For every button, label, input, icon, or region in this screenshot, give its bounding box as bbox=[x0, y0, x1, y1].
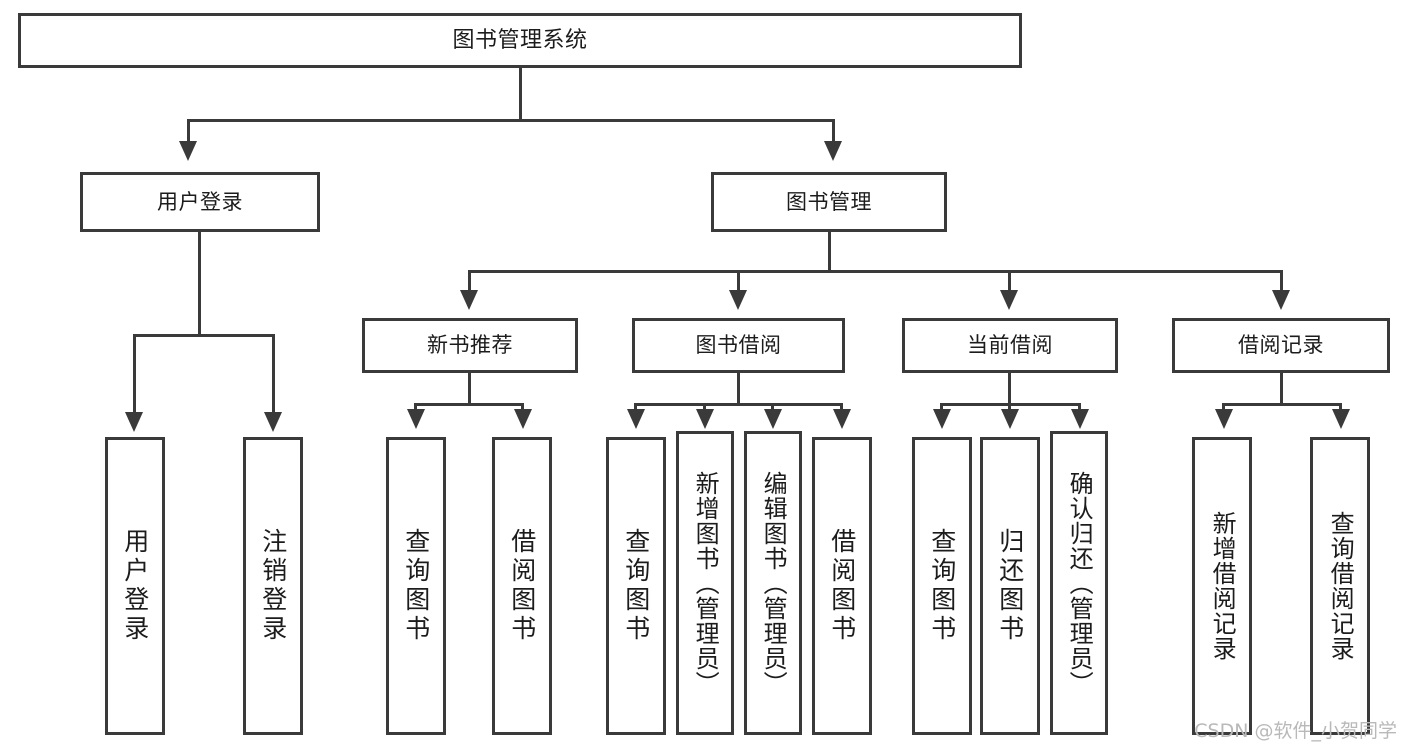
arrow-root-to-book-management bbox=[824, 141, 842, 161]
leaf-logout-login[interactable]: 注销登录 bbox=[243, 437, 303, 735]
arrow-bb-child-3 bbox=[764, 409, 782, 429]
leaf-query-book-1-label: 查询图书 bbox=[401, 528, 431, 644]
arrow-user-login-child-2 bbox=[264, 412, 282, 432]
arrow-nbr-child-2 bbox=[514, 409, 532, 429]
connector-bb-drop-1 bbox=[634, 403, 637, 413]
watermark: CSDN @软件_小贺同学 bbox=[1194, 720, 1397, 742]
node-borrow-record[interactable]: 借阅记录 bbox=[1172, 318, 1390, 373]
node-new-book-recommend-label: 新书推荐 bbox=[427, 333, 513, 358]
leaf-logout-login-label: 注销登录 bbox=[258, 528, 288, 644]
leaf-borrow-book-1-label: 借阅图书 bbox=[507, 528, 537, 644]
connector-bb-stem bbox=[737, 373, 740, 405]
arrow-bb-child-2 bbox=[696, 409, 714, 429]
node-new-book-recommend[interactable]: 新书推荐 bbox=[362, 318, 578, 373]
connector-root-to-book-management bbox=[832, 119, 835, 143]
connector-br-drop-1 bbox=[1222, 403, 1225, 413]
connector-root-bus bbox=[187, 119, 835, 122]
arrow-bb-child-4 bbox=[833, 409, 851, 429]
connector-nbr-drop-1 bbox=[414, 403, 417, 413]
connector-br-drop-2 bbox=[1339, 403, 1342, 413]
node-current-borrow-label: 当前借阅 bbox=[967, 333, 1053, 358]
arrow-nbr-child-1 bbox=[407, 409, 425, 429]
connector-bm-drop-4 bbox=[1280, 270, 1283, 292]
connector-cb-drop-3 bbox=[1078, 403, 1081, 413]
leaf-user-login[interactable]: 用户登录 bbox=[105, 437, 165, 735]
node-book-management-label: 图书管理 bbox=[786, 189, 872, 214]
leaf-return-book[interactable]: 归还图书 bbox=[980, 437, 1040, 735]
leaf-add-book-label: 新增图书（管理员） bbox=[691, 470, 720, 696]
connector-bm-drop-1 bbox=[468, 270, 471, 292]
arrow-bm-child-1 bbox=[460, 290, 478, 310]
leaf-query-record-label: 查询借阅记录 bbox=[1326, 511, 1355, 661]
node-root-label: 图书管理系统 bbox=[452, 27, 588, 53]
connector-bb-drop-2 bbox=[703, 403, 706, 413]
leaf-query-book-2[interactable]: 查询图书 bbox=[606, 437, 666, 735]
node-book-borrow-label: 图书借阅 bbox=[695, 333, 782, 358]
arrow-user-login-child-1 bbox=[125, 412, 143, 432]
arrow-bm-child-2 bbox=[729, 290, 747, 310]
connector-br-stem bbox=[1280, 373, 1283, 405]
node-book-borrow[interactable]: 图书借阅 bbox=[632, 318, 845, 373]
connector-cb-stem bbox=[1008, 373, 1011, 405]
leaf-borrow-book-1[interactable]: 借阅图书 bbox=[492, 437, 552, 735]
connector-book-management-bus bbox=[468, 270, 1283, 273]
connector-cb-drop-2 bbox=[1008, 403, 1011, 413]
arrow-br-child-1 bbox=[1215, 409, 1233, 429]
connector-bm-drop-2 bbox=[737, 270, 740, 292]
connector-root-stem bbox=[519, 68, 522, 121]
leaf-query-book-3[interactable]: 查询图书 bbox=[912, 437, 972, 735]
arrow-cb-child-2 bbox=[1001, 409, 1019, 429]
connector-bb-drop-3 bbox=[771, 403, 774, 413]
connector-nbr-bus bbox=[414, 403, 524, 406]
leaf-add-book[interactable]: 新增图书（管理员） bbox=[676, 431, 734, 735]
arrow-root-to-user-login bbox=[179, 141, 197, 161]
arrow-br-child-2 bbox=[1332, 409, 1350, 429]
leaf-add-record[interactable]: 新增借阅记录 bbox=[1192, 437, 1252, 735]
arrow-bm-child-4 bbox=[1272, 290, 1290, 310]
arrow-bm-child-3 bbox=[1000, 290, 1018, 310]
leaf-query-book-1[interactable]: 查询图书 bbox=[386, 437, 446, 735]
arrow-cb-child-3 bbox=[1071, 409, 1089, 429]
leaf-query-book-2-label: 查询图书 bbox=[621, 528, 651, 644]
connector-nbr-stem bbox=[468, 373, 471, 405]
leaf-query-record[interactable]: 查询借阅记录 bbox=[1310, 437, 1370, 735]
connector-cb-drop-1 bbox=[940, 403, 943, 413]
connector-bb-bus bbox=[634, 403, 843, 406]
connector-br-bus bbox=[1222, 403, 1342, 406]
leaf-confirm-return-label: 确认归还（管理员） bbox=[1065, 470, 1094, 696]
connector-nbr-drop-2 bbox=[521, 403, 524, 413]
leaf-return-book-label: 归还图书 bbox=[995, 528, 1025, 644]
leaf-borrow-book-2[interactable]: 借阅图书 bbox=[812, 437, 872, 735]
leaf-edit-book-label: 编辑图书（管理员） bbox=[759, 470, 788, 696]
leaf-add-record-label: 新增借阅记录 bbox=[1208, 511, 1237, 661]
node-user-login-label: 用户登录 bbox=[157, 189, 243, 214]
leaf-confirm-return[interactable]: 确认归还（管理员） bbox=[1050, 431, 1108, 735]
node-current-borrow[interactable]: 当前借阅 bbox=[902, 318, 1118, 373]
node-book-management[interactable]: 图书管理 bbox=[711, 172, 947, 232]
leaf-query-book-3-label: 查询图书 bbox=[927, 528, 957, 644]
connector-bb-drop-4 bbox=[840, 403, 843, 413]
leaf-user-login-label: 用户登录 bbox=[120, 528, 150, 644]
arrow-bb-child-1 bbox=[627, 409, 645, 429]
connector-user-login-stem bbox=[198, 232, 201, 336]
leaf-borrow-book-2-label: 借阅图书 bbox=[827, 528, 857, 644]
connector-user-login-bus bbox=[133, 334, 275, 337]
connector-root-to-user-login bbox=[187, 119, 190, 143]
connector-user-login-drop-2 bbox=[272, 334, 275, 414]
node-root[interactable]: 图书管理系统 bbox=[18, 13, 1022, 68]
connector-bm-drop-3 bbox=[1008, 270, 1011, 292]
arrow-cb-child-1 bbox=[933, 409, 951, 429]
connector-book-management-stem bbox=[828, 232, 831, 272]
node-user-login[interactable]: 用户登录 bbox=[80, 172, 320, 232]
node-borrow-record-label: 借阅记录 bbox=[1238, 333, 1324, 358]
leaf-edit-book[interactable]: 编辑图书（管理员） bbox=[744, 431, 802, 735]
connector-user-login-drop-1 bbox=[133, 334, 136, 414]
